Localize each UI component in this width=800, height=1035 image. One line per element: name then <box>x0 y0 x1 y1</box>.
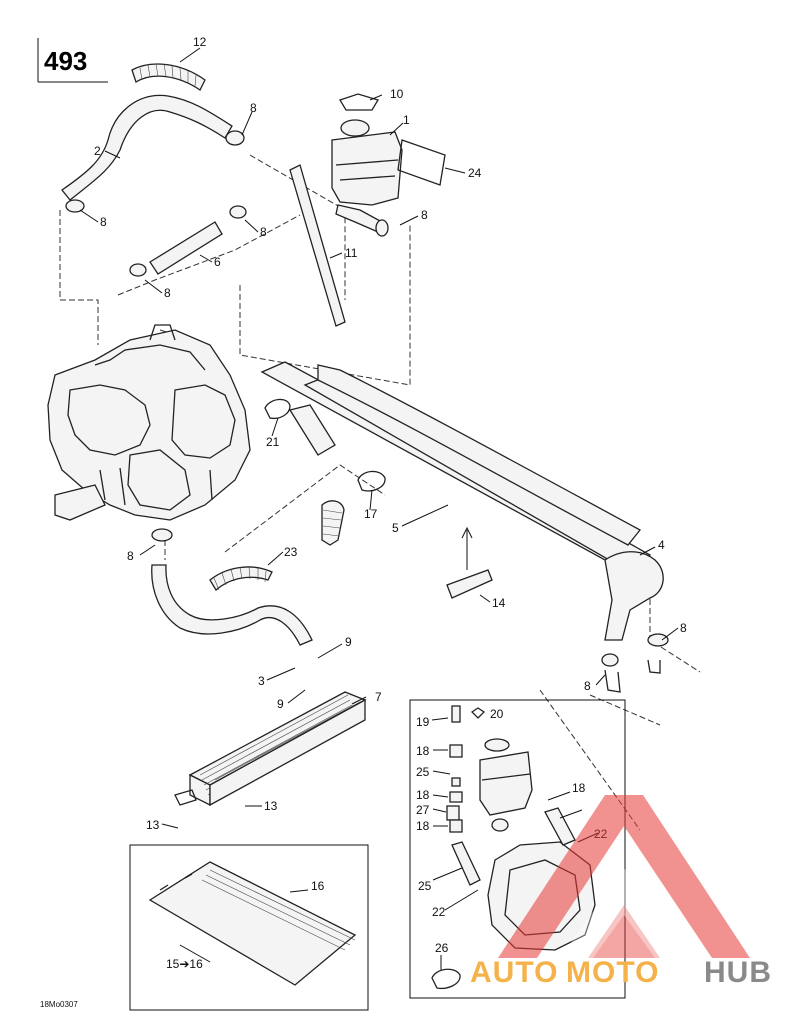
watermark-moto: MOTO <box>566 956 659 989</box>
callout-2: 2 <box>94 144 101 158</box>
elbow-4 <box>601 551 669 693</box>
callout-8-f: 8 <box>127 549 134 563</box>
callout-7: 7 <box>375 690 382 704</box>
callout-13: 13 <box>264 799 278 813</box>
callout-8-d: 8 <box>260 225 267 239</box>
page-number-box: 493 <box>37 38 108 83</box>
callout-25: 25 <box>416 765 430 779</box>
panel-box-15-16 <box>129 844 369 1011</box>
coolant-reservoir-1 <box>331 93 446 237</box>
callout-23: 23 <box>284 545 298 559</box>
clip-17 <box>357 470 386 492</box>
hose-23 <box>209 500 345 591</box>
callout-labels: 12 8 10 1 2 24 8 8 8 11 6 8 21 17 5 4 8 … <box>94 35 687 971</box>
callout-8-b: 8 <box>100 215 107 229</box>
engine-block <box>47 324 251 542</box>
callout-22: 22 <box>432 905 446 919</box>
callout-6: 6 <box>214 255 221 269</box>
callout-4: 4 <box>658 538 665 552</box>
callout-11: 11 <box>345 246 358 260</box>
tubes-5 <box>260 361 652 573</box>
callout-8: 8 <box>250 101 257 115</box>
callout-8-g: 8 <box>680 621 687 635</box>
watermark-auto: AUTO <box>470 956 558 989</box>
radiator-7 <box>174 691 367 807</box>
callout-17: 17 <box>364 507 378 521</box>
callout-13-b: 13 <box>146 818 160 832</box>
callout-8-h: 8 <box>584 679 591 693</box>
callout-27: 27 <box>416 803 430 817</box>
strap-11 <box>289 164 346 327</box>
hose-3 <box>151 564 313 646</box>
bracket-14 <box>446 569 493 599</box>
hose-6 <box>129 205 247 277</box>
watermark-logo: AUTO MOTO HUB <box>470 795 772 989</box>
hose-2 <box>61 94 245 213</box>
callout-20: 20 <box>490 707 504 721</box>
page-number: 493 <box>44 46 87 76</box>
watermark-hub: HUB <box>704 956 772 989</box>
callout-18-d: 18 <box>572 781 586 795</box>
callout-18-b: 18 <box>416 788 430 802</box>
callout-1: 1 <box>403 113 410 127</box>
drawing-code: 18Mo0307 <box>40 1000 78 1009</box>
callout-5: 5 <box>392 521 399 535</box>
callout-14: 14 <box>492 596 506 610</box>
callout-15-16: 15➔16 <box>166 957 203 971</box>
callout-25-b: 25 <box>418 879 432 893</box>
callout-16: 16 <box>311 879 325 893</box>
callout-3: 3 <box>258 674 265 688</box>
callout-21: 21 <box>266 435 280 449</box>
callout-8-e: 8 <box>164 286 171 300</box>
callout-8-c: 8 <box>421 208 428 222</box>
callout-9-b: 9 <box>277 697 284 711</box>
callout-12: 12 <box>193 35 207 49</box>
callout-18-c: 18 <box>416 819 430 833</box>
clip-21 <box>264 398 291 420</box>
hose-12 <box>131 63 206 91</box>
leader-lines <box>79 47 679 970</box>
callout-18: 18 <box>416 744 430 758</box>
callout-19: 19 <box>416 715 430 729</box>
callout-24: 24 <box>468 166 482 180</box>
callout-26: 26 <box>435 941 449 955</box>
callout-9: 9 <box>345 635 352 649</box>
callout-10: 10 <box>390 87 404 101</box>
